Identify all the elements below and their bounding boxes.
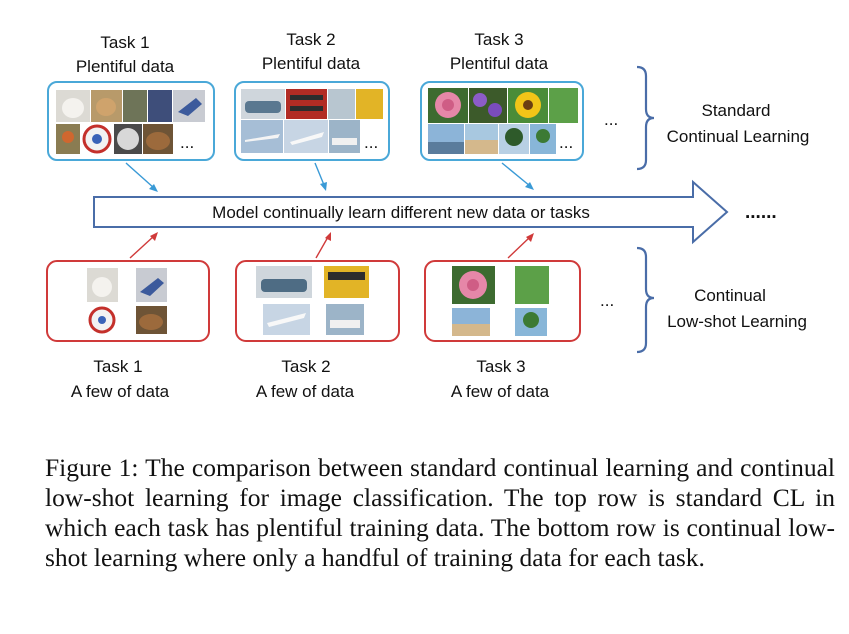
lowshot-label-line2: Low-shot Learning bbox=[667, 312, 807, 331]
image-grass bbox=[549, 88, 578, 123]
standard-label-line1: Standard bbox=[702, 101, 771, 120]
image-grass-small bbox=[515, 266, 549, 304]
lowshot-brace bbox=[636, 246, 655, 354]
bottom-task-2-title: Task 2 bbox=[281, 357, 330, 376]
top-row-ellipsis: ... bbox=[604, 110, 618, 129]
bottom-task-3-images bbox=[452, 266, 549, 336]
down-arrow-3 bbox=[501, 162, 531, 187]
image-ship bbox=[329, 120, 360, 153]
bottom-task-3-title: Task 3 bbox=[476, 357, 525, 376]
bottom-row-ellipsis: ... bbox=[600, 291, 614, 310]
bottom-task-1-desc: A few of data bbox=[71, 382, 170, 401]
image-dog-green bbox=[123, 90, 147, 122]
top-connector-arrows bbox=[125, 162, 534, 192]
top-task-2-desc: Plentiful data bbox=[262, 54, 361, 73]
top-task-1-desc: Plentiful data bbox=[76, 57, 175, 76]
top-task-3-ellipsis: ... bbox=[559, 133, 573, 152]
top-task-2-images: ... bbox=[241, 89, 383, 153]
image-bus-yellow-small bbox=[324, 266, 369, 298]
image-purple-flowers bbox=[469, 88, 507, 123]
image-ship-small bbox=[326, 304, 364, 335]
image-bus-red bbox=[286, 89, 327, 119]
up-arrow-3 bbox=[507, 236, 531, 259]
down-arrow-2 bbox=[314, 162, 325, 186]
figure-caption: Figure 1: The comparison between standar… bbox=[45, 453, 835, 572]
standard-label-line2: Continual Learning bbox=[667, 127, 810, 146]
image-dog-dark bbox=[148, 90, 172, 122]
top-task-1-title: Task 1 bbox=[100, 33, 149, 52]
top-task-2-ellipsis: ... bbox=[364, 133, 378, 152]
lowshot-label-line1: Continual bbox=[694, 286, 766, 305]
bottom-task-3-desc: A few of data bbox=[451, 382, 550, 401]
up-arrow-2 bbox=[315, 236, 329, 259]
top-task-3-title: Task 3 bbox=[474, 30, 523, 49]
bottom-task-2-desc: A few of data bbox=[256, 382, 355, 401]
main-progress-arrow bbox=[93, 179, 729, 245]
top-task-1-ellipsis: ... bbox=[180, 133, 194, 152]
top-task-3-desc: Plentiful data bbox=[450, 54, 549, 73]
bottom-task-1-box bbox=[46, 260, 210, 342]
top-task-2-title: Task 2 bbox=[286, 30, 335, 49]
main-arrow-ellipsis: ...... bbox=[745, 202, 777, 223]
bottom-connector-arrows bbox=[129, 232, 534, 259]
image-bus-city bbox=[328, 89, 355, 119]
down-arrow-1 bbox=[125, 162, 155, 189]
top-task-3-images: ... bbox=[428, 88, 578, 154]
image-bus-yellow bbox=[356, 89, 383, 119]
bottom-task-3-box bbox=[424, 260, 581, 342]
bottom-task-1-images bbox=[87, 268, 167, 334]
bottom-task-1-title: Task 1 bbox=[93, 357, 142, 376]
comparison-diagram: Task 1 Plentiful data Task 2 Plentiful d… bbox=[46, 30, 810, 401]
main-arrow-text: Model continually learn different new da… bbox=[212, 203, 590, 222]
up-arrow-1 bbox=[129, 235, 155, 259]
top-task-1-images: ... bbox=[56, 90, 205, 154]
bottom-task-2-images bbox=[256, 266, 369, 335]
standard-brace bbox=[636, 65, 655, 171]
